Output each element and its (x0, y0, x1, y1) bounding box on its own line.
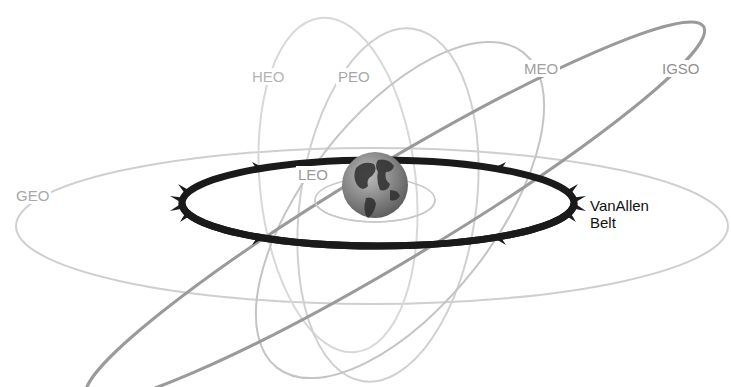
belt-label: VanAllen Belt (588, 197, 662, 232)
meo-orbit (202, 0, 598, 387)
continents (354, 160, 400, 218)
leo-orbit-front (315, 200, 435, 222)
orbit-label: HEO (250, 68, 287, 85)
igso-orbit (62, 0, 729, 387)
peo-orbit (276, 16, 500, 387)
orbit-label: MEO (522, 60, 560, 77)
heo-orbit (243, 10, 433, 360)
orbit-label: GEO (14, 187, 51, 204)
van-allen-belt-front (182, 203, 574, 246)
earth (342, 152, 408, 218)
orbit-label: IGSO (660, 60, 702, 77)
orbit-label: LEO (296, 166, 330, 183)
orbit-label: PEO (336, 68, 372, 85)
